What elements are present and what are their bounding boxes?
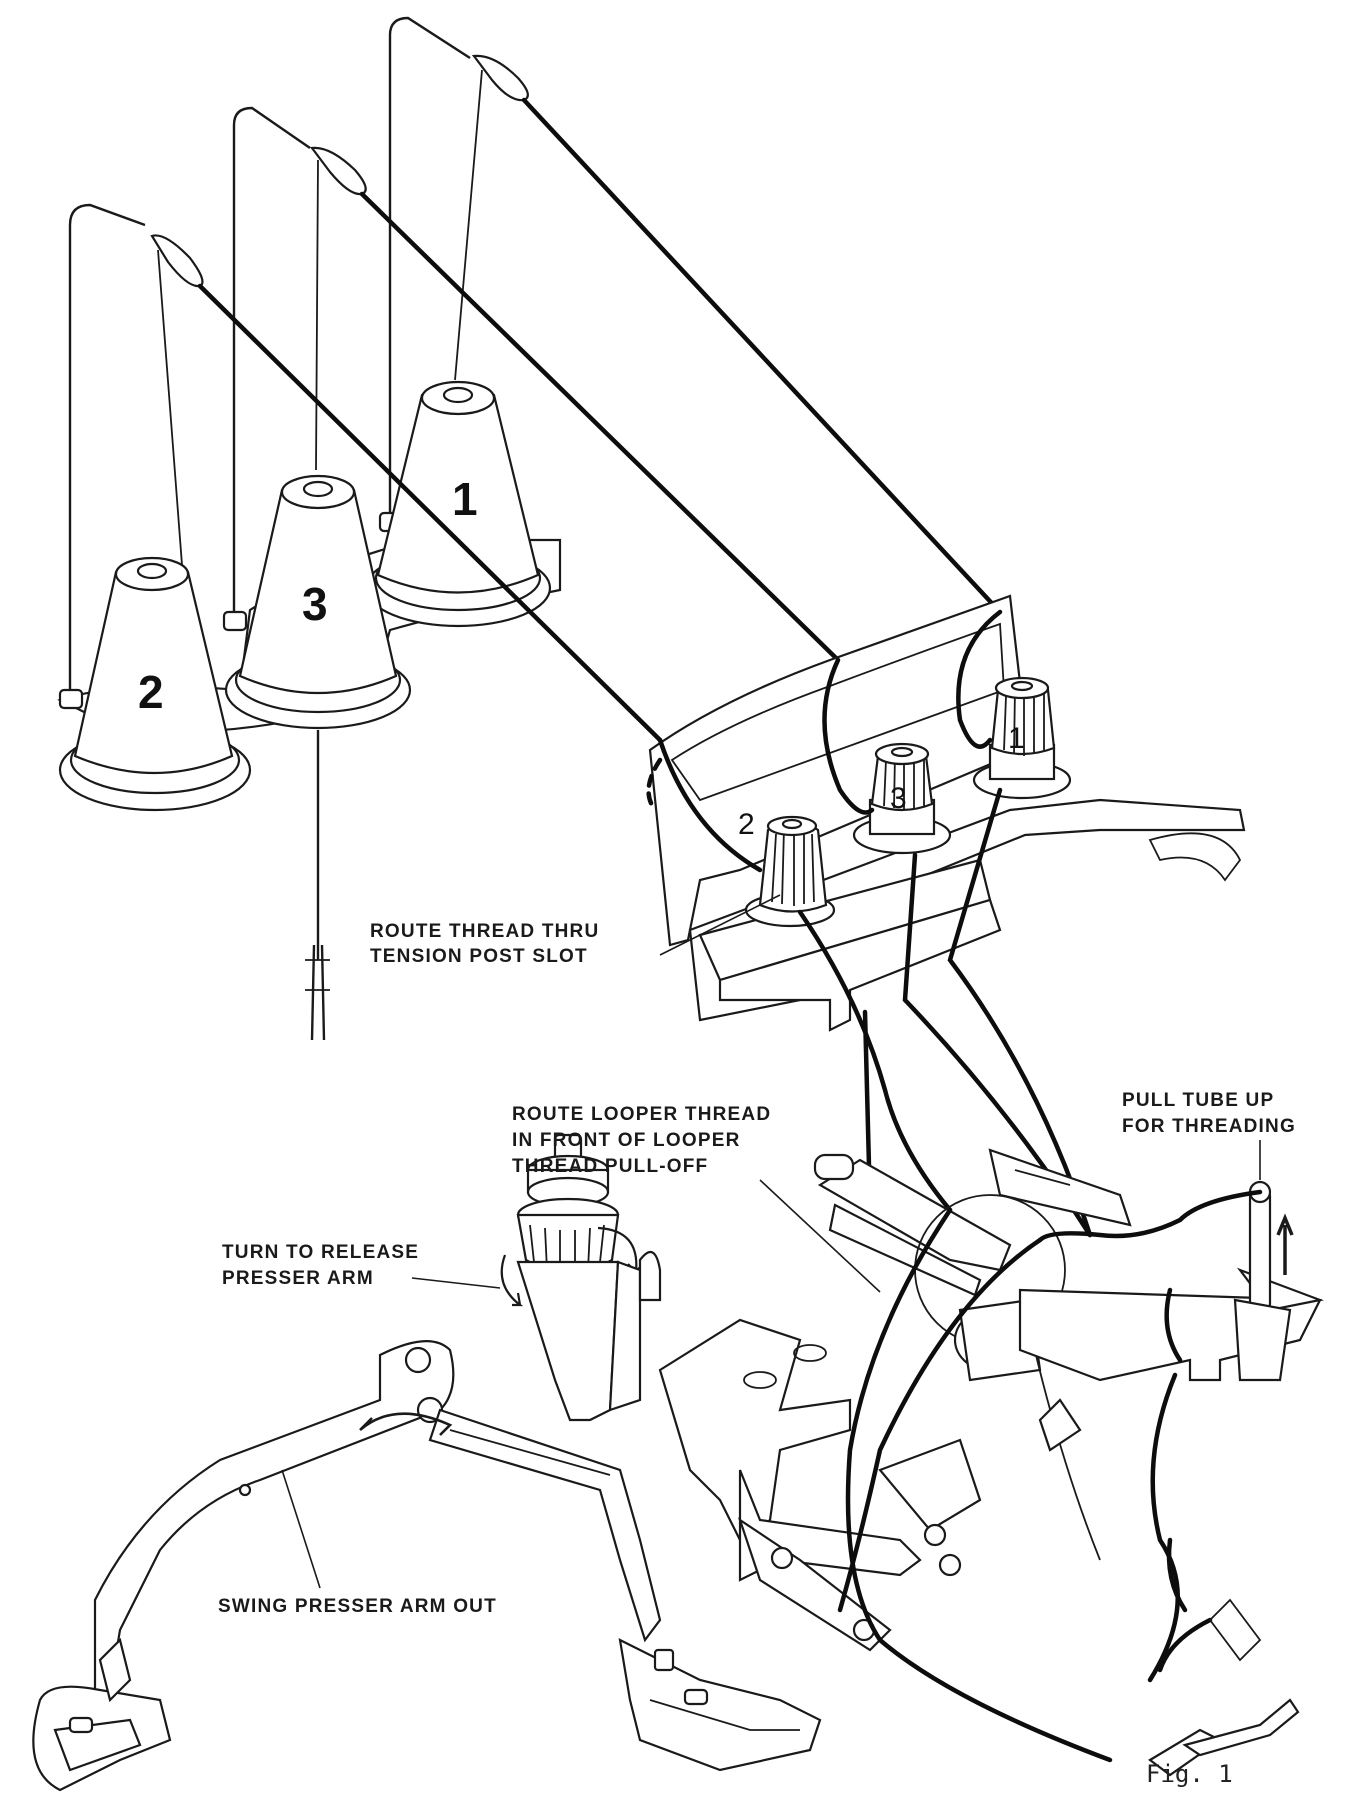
tension-post-number-3: 3 <box>890 782 907 815</box>
cone-3: 3 <box>224 474 412 730</box>
cone-number-3: 3 <box>302 578 328 630</box>
callout-release-presser: TURN TO RELEASE PRESSER ARM <box>222 1242 501 1289</box>
thread-guide-3 <box>309 146 367 196</box>
cone-2: 2 <box>58 556 252 812</box>
callout-tension-slot: ROUTE THREAD THRU TENSION POST SLOT <box>370 894 781 967</box>
callout-release-presser-line-2: PRESSER ARM <box>222 1268 374 1289</box>
callout-pull-tube-line-2: FOR THREADING <box>1122 1116 1296 1137</box>
callout-pull-tube-line-1: PULL TUBE UP <box>1122 1090 1274 1111</box>
tension-post-number-2: 2 <box>738 808 755 841</box>
presser-assembly <box>32 1133 822 1792</box>
tension-assembly: 1 3 2 <box>646 594 1246 1032</box>
thread-guide-1 <box>471 54 529 102</box>
cone-1: 1 <box>364 380 552 628</box>
thread-guide-2 <box>150 234 204 288</box>
callout-pull-tube: PULL TUBE UP FOR THREADING <box>1122 1090 1296 1180</box>
callout-looper-thread-line-1: ROUTE LOOPER THREAD <box>512 1104 771 1125</box>
callout-looper-thread-line-2: IN FRONT OF LOOPER <box>512 1130 741 1151</box>
callout-looper-thread: ROUTE LOOPER THREAD IN FRONT OF LOOPER T… <box>512 1104 881 1293</box>
main-threads <box>197 97 1003 743</box>
tension-post-number-1: 1 <box>1008 722 1025 755</box>
callout-looper-thread-line-3: THREAD PULL-OFF <box>512 1156 708 1177</box>
pull-tube[interactable] <box>1248 1188 1272 1312</box>
cone-number-2: 2 <box>138 666 164 718</box>
callout-tension-slot-line-1: ROUTE THREAD THRU <box>370 921 599 942</box>
callout-swing-presser: SWING PRESSER ARM OUT <box>218 1469 497 1617</box>
callout-release-presser-line-1: TURN TO RELEASE <box>222 1242 419 1263</box>
cone-number-1: 1 <box>452 473 478 525</box>
figure-label: Fig. 1 <box>1146 1760 1233 1788</box>
callout-tension-slot-line-2: TENSION POST SLOT <box>370 946 588 967</box>
looper-mechanism <box>658 787 1324 1777</box>
callout-swing-presser-line-1: SWING PRESSER ARM OUT <box>218 1596 497 1617</box>
